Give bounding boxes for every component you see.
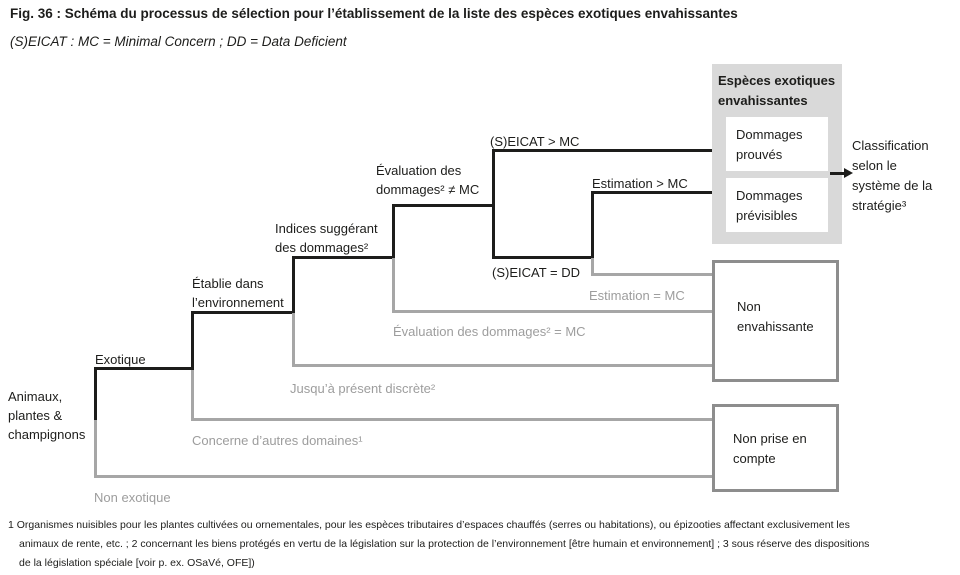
- label-non-exotique: Non exotique: [94, 490, 171, 505]
- line-seicat-dd-vertical-upper: [591, 191, 594, 259]
- arrow-right-icon: [844, 168, 853, 178]
- label-etablie: Établie dans l’environnement: [192, 276, 284, 310]
- label-evaluation-eq-mc: Évaluation des dommages² = MC: [393, 324, 586, 339]
- line-seicat-sup-mc: [493, 149, 727, 152]
- start-label: Animaux, plantes & champignons: [8, 389, 86, 442]
- dommages-prouves-label: Dommages prouvés: [736, 127, 803, 162]
- especes-exotiques-header: Espèces exotiques envahissantes: [718, 73, 836, 108]
- figure-subtitle: (S)EICAT : MC = Minimal Concern ; DD = D…: [10, 34, 347, 49]
- dommages-previsibles-label: Dommages prévisibles: [736, 188, 803, 223]
- line-concerne-autres-domaines: [192, 418, 714, 421]
- dommages-previsibles-box: [726, 178, 828, 232]
- label-jusqua-present-discrete: Jusqu’à présent discrète²: [290, 381, 436, 396]
- classification-arrow: [830, 172, 846, 175]
- line-jusqua-present-discrete: [292, 364, 714, 367]
- line-indices-dommages: [292, 256, 395, 259]
- label-evaluation-neq-mc: Évaluation des dommages² ≠ MC: [376, 163, 480, 197]
- line-seicat-dd-vertical-lower: [591, 258, 594, 276]
- label-exotique: Exotique: [95, 352, 146, 367]
- footnote-line-3: de la législation spéciale [voir p. ex. …: [19, 557, 255, 569]
- line-non-exotique: [94, 475, 714, 478]
- dommages-prouves-box: [726, 117, 828, 171]
- line-etablie-vertical-lower: [292, 313, 295, 367]
- non-prise-en-compte-box: [712, 404, 839, 492]
- line-evaluation-eq-mc: [393, 310, 714, 313]
- classification-label: Classification selon le système de la st…: [852, 138, 933, 213]
- label-indices-dommages: Indices suggérant des dommages²: [275, 221, 378, 255]
- line-evaluation-vertical: [492, 149, 495, 259]
- line-etablie: [192, 311, 295, 314]
- line-root-vertical-upper: [94, 367, 97, 420]
- line-root-vertical-lower: [94, 420, 97, 478]
- line-indices-vertical-lower: [392, 258, 395, 313]
- footnote: 1 Organismes nuisibles pour les plantes …: [8, 516, 956, 573]
- line-exotique: [94, 367, 194, 370]
- line-indices-vertical-upper: [392, 204, 395, 259]
- label-estimation-sup-mc: Estimation > MC: [592, 176, 688, 191]
- label-seicat-sup-mc: (S)EICAT > MC: [490, 134, 580, 149]
- non-envahissante-label: Non envahissante: [737, 299, 814, 334]
- non-envahissante-box: [712, 260, 839, 382]
- label-concerne-autres-domaines: Concerne d’autres domaines¹: [192, 433, 363, 448]
- line-exotique-vertical-lower: [191, 370, 194, 421]
- line-etablie-vertical-upper: [292, 256, 295, 314]
- line-evaluation-neq-mc: [393, 204, 495, 207]
- line-exotique-vertical-upper: [191, 311, 194, 371]
- figure-title: Fig. 36 : Schéma du processus de sélecti…: [10, 6, 738, 21]
- footnote-line-2: animaux de rente, etc. ; 2 concernant le…: [19, 538, 870, 550]
- footnote-line-1: 1 Organismes nuisibles pour les plantes …: [8, 519, 850, 531]
- label-seicat-eq-dd: (S)EICAT = DD: [492, 265, 581, 280]
- line-estimation-eq-mc: [592, 273, 714, 276]
- line-estimation-sup-mc: [592, 191, 727, 194]
- label-estimation-eq-mc: Estimation = MC: [589, 288, 685, 303]
- line-seicat-eq-dd: [493, 256, 594, 259]
- non-prise-en-compte-label: Non prise en compte: [733, 431, 807, 466]
